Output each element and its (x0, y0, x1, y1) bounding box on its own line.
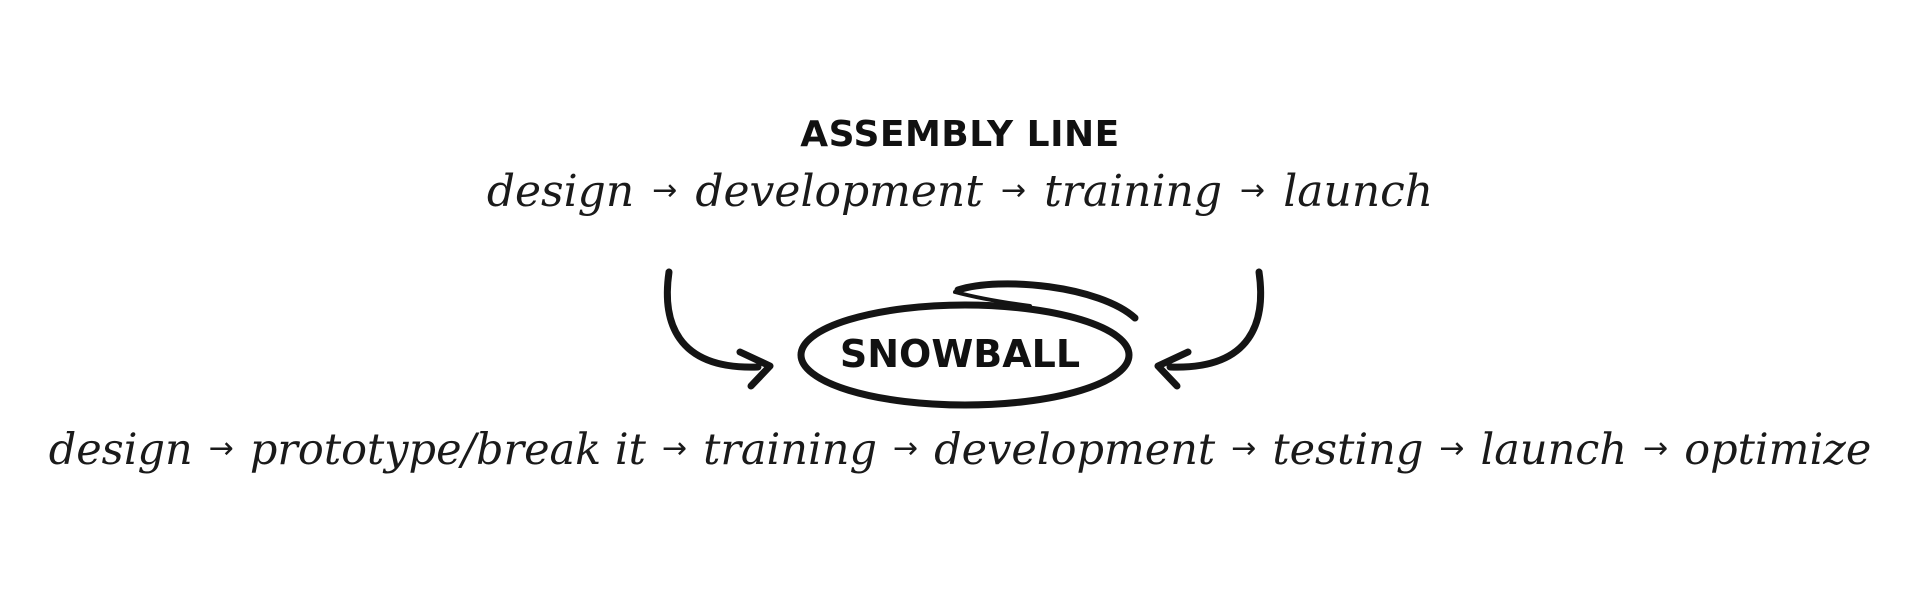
snowball-step-design: design (48, 425, 193, 475)
left-arrowhead-icon (736, 348, 774, 390)
snowball-step-prototype: prototype/break it (249, 425, 646, 475)
right-arrow-icon: → (652, 173, 678, 208)
right-curved-arrow-icon (1166, 268, 1265, 371)
right-arrowhead-icon (1154, 348, 1192, 390)
right-arrow-icon: → (892, 431, 919, 466)
snowball-step-launch: launch (1480, 425, 1628, 475)
right-arrow-icon: → (1000, 173, 1027, 208)
left-curved-arrow-icon (663, 268, 762, 371)
snowball-step-testing: testing (1272, 425, 1424, 475)
assembly-step-development: development (695, 166, 983, 217)
snowball-loop-stroke (954, 280, 1139, 322)
snowball-step-optimize: optimize (1684, 425, 1872, 475)
right-arrow-icon: → (1643, 431, 1669, 466)
assembly-line-title: ASSEMBLY LINE (800, 114, 1120, 155)
right-arrow-icon: → (1439, 431, 1465, 466)
assembly-line-flow: design → development → training → launch (0, 166, 1920, 217)
right-arrow-icon: → (661, 431, 688, 466)
snowball-overlap-stroke (953, 290, 1032, 308)
assembly-step-training: training (1044, 166, 1223, 217)
assembly-step-design: design (486, 166, 635, 217)
snowball-step-training: training (703, 425, 877, 475)
snowball-step-development: development (934, 425, 1216, 475)
snowball-label: SNOWBALL (839, 332, 1081, 376)
right-arrow-icon: → (208, 431, 234, 466)
assembly-step-launch: launch (1283, 166, 1434, 217)
right-arrow-icon: → (1240, 173, 1266, 208)
snowball-flow: design → prototype/break it → training → devel… (0, 425, 1920, 475)
right-arrow-icon: → (1231, 431, 1257, 466)
snowball-circle (797, 301, 1133, 409)
